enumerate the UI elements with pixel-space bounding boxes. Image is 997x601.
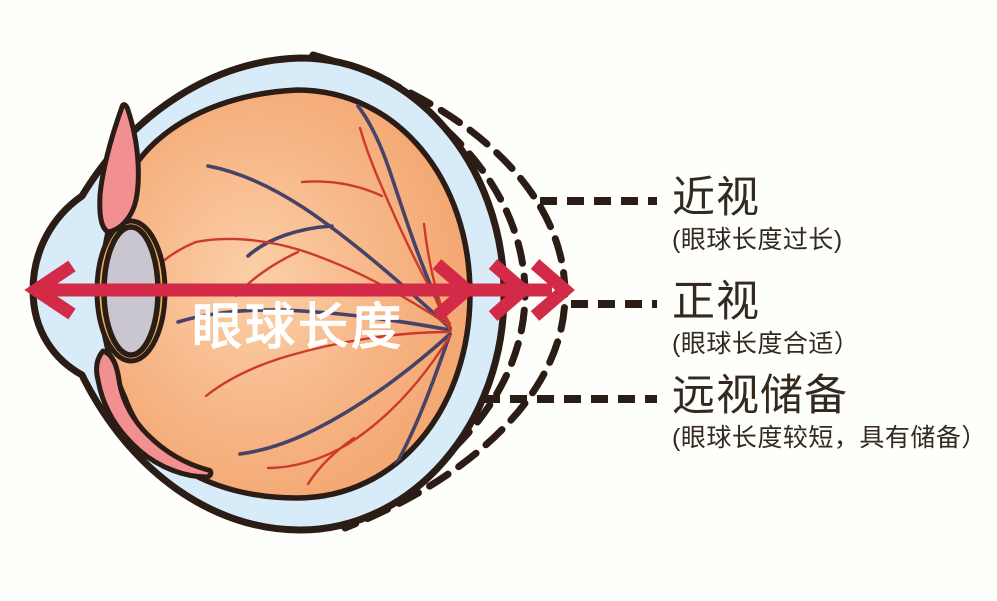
ciliary-body-upper	[97, 102, 141, 235]
axial-length-label: 眼球长度	[192, 299, 404, 355]
annotation-myopia-subtitle: (眼球长度过长)	[672, 226, 843, 255]
arrow-head-emmetropia	[488, 259, 533, 321]
annotation-emmetropia: 正视 (眼球长度合适）	[672, 278, 860, 359]
ciliary-body-lower	[94, 348, 214, 480]
arrow-head-left	[24, 260, 76, 320]
annotation-emmetropia-title: 正视	[672, 278, 760, 326]
annotation-hyperopia-reserve-title: 远视储备	[672, 372, 848, 420]
annotation-hyperopia-reserve: 远视储备 (眼球长度较短，具有储备）	[672, 372, 987, 453]
arrow-head-retina	[432, 259, 477, 321]
annotation-myopia-title: 近视	[672, 174, 760, 222]
annotation-emmetropia-subtitle: (眼球长度合适）	[672, 330, 860, 359]
axial-length-arrow	[24, 259, 575, 321]
annotation-myopia: 近视 (眼球长度过长)	[672, 174, 843, 255]
annotation-hyperopia-reserve-subtitle: (眼球长度较短，具有储备）	[672, 424, 987, 453]
arrow-head-myopia	[530, 259, 575, 321]
callout-lines	[483, 197, 657, 403]
